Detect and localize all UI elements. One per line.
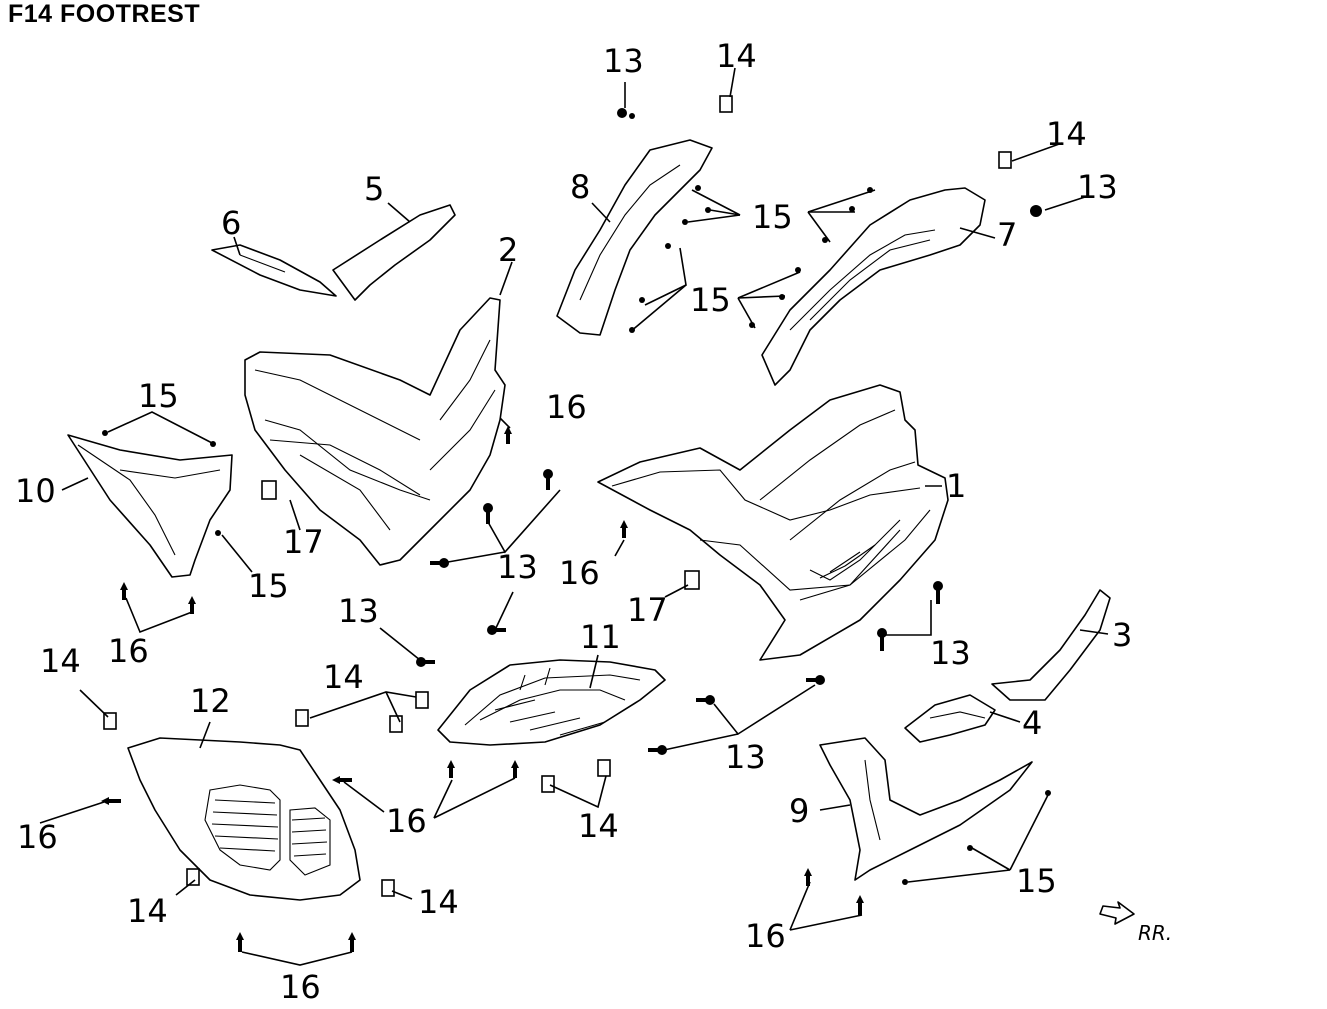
callout-numbers: 1 2 3 4 5 6 7 8 9 10 11 12 13 13 13 13 1… — [15, 37, 1132, 1006]
part-6-small-trim — [211, 244, 337, 297]
callout-16: 16 — [559, 554, 600, 592]
callout-7: 7 — [997, 216, 1017, 254]
callout-16: 16 — [546, 388, 587, 426]
callout-15: 15 — [1016, 862, 1057, 900]
callout-2: 2 — [498, 231, 518, 269]
direction-marker-label: RR. — [1138, 921, 1172, 945]
callout-14: 14 — [40, 642, 81, 680]
callout-13: 13 — [603, 42, 644, 80]
part-4-small-cover — [904, 694, 996, 743]
fastener-small-screws — [102, 185, 1051, 885]
part-3-trim-strip — [991, 589, 1111, 701]
part-11-floor-mat — [437, 659, 666, 746]
part-2-left-floor-panel — [244, 297, 506, 566]
callout-15: 15 — [138, 377, 179, 415]
part-9-lower-side-trim — [819, 737, 1033, 881]
callout-16: 16 — [280, 968, 321, 1006]
callout-17: 17 — [627, 591, 668, 629]
part-12-front-lower-cover — [127, 737, 361, 901]
part-10-left-side-trim — [67, 434, 233, 578]
callout-16: 16 — [17, 818, 58, 856]
callout-6: 6 — [221, 204, 241, 242]
callout-13: 13 — [338, 592, 379, 630]
callout-4: 4 — [1022, 704, 1042, 742]
callout-10: 10 — [15, 472, 56, 510]
callout-14: 14 — [323, 658, 364, 696]
callout-14: 14 — [578, 807, 619, 845]
callout-13: 13 — [1077, 168, 1118, 206]
leader-lines — [39, 67, 1109, 966]
part-8-upper-bracket — [556, 139, 713, 336]
callout-15: 15 — [752, 198, 793, 236]
fastener-screws — [416, 108, 1042, 755]
callout-14: 14 — [716, 37, 757, 75]
callout-15: 15 — [690, 281, 731, 319]
speed-nut-clips — [103, 95, 1012, 897]
callout-5: 5 — [364, 170, 384, 208]
callout-13: 13 — [725, 738, 766, 776]
callout-16: 16 — [745, 917, 786, 955]
diagram-title: F14 FOOTREST — [8, 0, 201, 28]
callout-8: 8 — [570, 168, 590, 206]
callout-17: 17 — [283, 523, 324, 561]
callout-13: 13 — [497, 548, 538, 586]
fastener-pins — [101, 426, 864, 952]
callout-1: 1 — [946, 467, 966, 505]
callout-16: 16 — [108, 632, 149, 670]
direction-arrow-icon — [1099, 901, 1135, 925]
callout-14: 14 — [127, 892, 168, 930]
callout-9: 9 — [789, 792, 809, 830]
part-7-side-cover — [761, 187, 986, 386]
part-5-trim-strip — [332, 204, 456, 301]
callout-11: 11 — [580, 618, 621, 656]
callout-3: 3 — [1112, 616, 1132, 654]
callout-15: 15 — [248, 567, 289, 605]
callout-12: 12 — [190, 682, 231, 720]
callout-14: 14 — [1046, 115, 1087, 153]
callout-13: 13 — [930, 634, 971, 672]
callout-14: 14 — [418, 883, 459, 921]
part-1-right-floor-panel — [597, 384, 949, 661]
callout-16: 16 — [386, 802, 427, 840]
